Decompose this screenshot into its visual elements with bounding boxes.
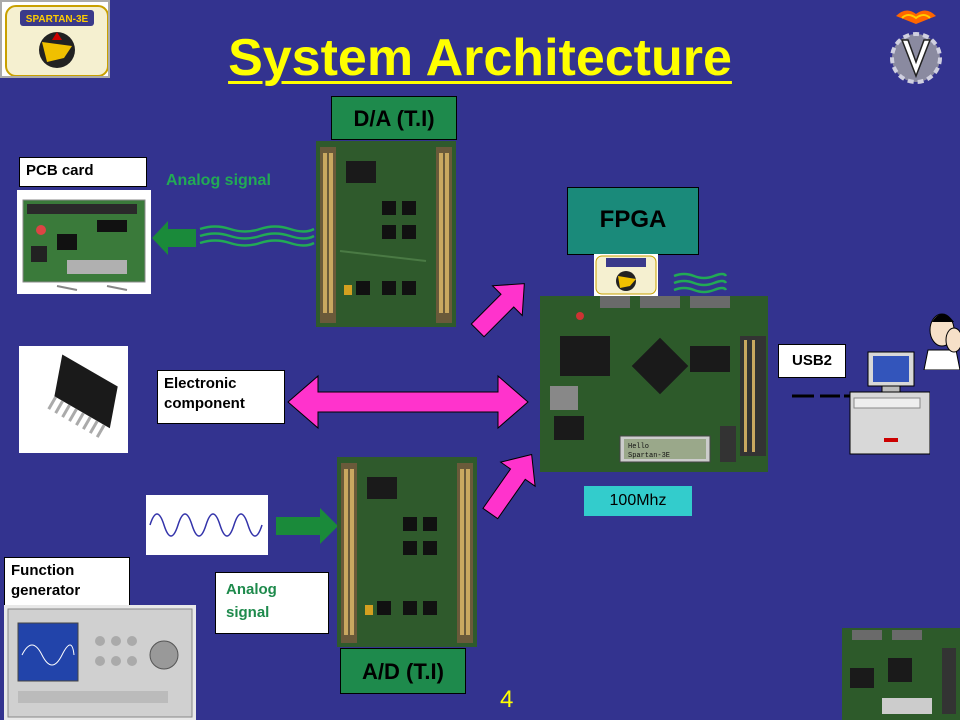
clock-label: 100Mhz xyxy=(584,486,692,516)
spartan-logo-text: SPARTAN-3E xyxy=(26,14,89,25)
fpga-label: FPGA xyxy=(567,187,699,255)
arrow-to-pcb-icon xyxy=(152,219,196,257)
ad-label: A/D (T.I) xyxy=(340,648,466,694)
double-arrow-icon xyxy=(286,372,530,432)
page-title: System Architecture xyxy=(228,29,732,87)
sine-wave-image xyxy=(146,495,268,555)
computer-icon xyxy=(790,348,930,458)
spartan-logo: SPARTAN-3E xyxy=(0,0,110,78)
lcd-line-1: Hello xyxy=(628,443,649,451)
signal-waves-top-icon xyxy=(198,224,316,250)
da-label: D/A (T.I) xyxy=(331,96,457,140)
electronic-component-label: Electronic component xyxy=(157,370,285,424)
technion-logo xyxy=(886,6,946,88)
analog-signal-top-label: Analog signal xyxy=(166,172,271,189)
pcb-card-label: PCB card xyxy=(19,157,147,187)
signal-waves-fpga-icon xyxy=(672,272,728,296)
fpga-board-image: Hello Spartan-3E xyxy=(540,296,768,472)
usb2-label: USB2 xyxy=(778,344,846,378)
function-generator-label: Function generator xyxy=(4,557,130,611)
page-number: 4 xyxy=(500,686,514,713)
ad-board-image xyxy=(337,457,477,647)
lcd-line-2: Spartan-3E xyxy=(628,452,670,460)
electronic-chip-image xyxy=(19,346,128,453)
users-icon xyxy=(920,300,960,370)
da-board-image xyxy=(316,141,456,327)
arrow-fpga-to-da-icon xyxy=(466,272,536,342)
arrow-to-ad-icon xyxy=(276,508,338,544)
spartan-small-logo xyxy=(594,254,658,296)
pcb-card-image xyxy=(17,190,151,294)
analog-signal-bottom-label: Analog signal xyxy=(215,572,329,634)
board-thumbnail-image xyxy=(842,628,960,720)
arrow-ad-to-fpga-icon xyxy=(474,446,548,522)
function-generator-image xyxy=(4,605,196,720)
